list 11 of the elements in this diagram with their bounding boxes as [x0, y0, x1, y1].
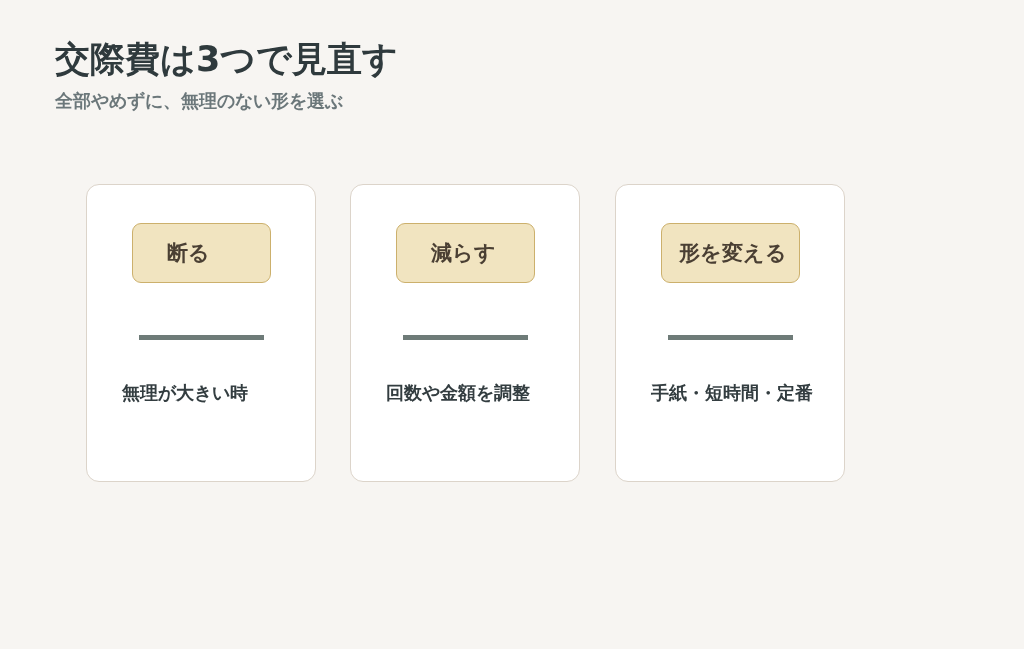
category-tag: 断る: [132, 223, 271, 283]
category-tag: 形を変える: [661, 223, 800, 283]
subtitle: 全部やめずに、無理のない形を選ぶ: [55, 90, 343, 112]
card: [350, 184, 580, 482]
card: [615, 184, 845, 482]
description-text: 無理が大きい時: [122, 382, 248, 404]
card: [86, 184, 316, 482]
description-text: 回数や金額を調整: [386, 382, 530, 404]
title: 交際費は3つで見直す: [55, 38, 399, 80]
category-tag: 減らす: [396, 223, 535, 283]
description-text: 手紙・短時間・定番: [651, 382, 813, 404]
